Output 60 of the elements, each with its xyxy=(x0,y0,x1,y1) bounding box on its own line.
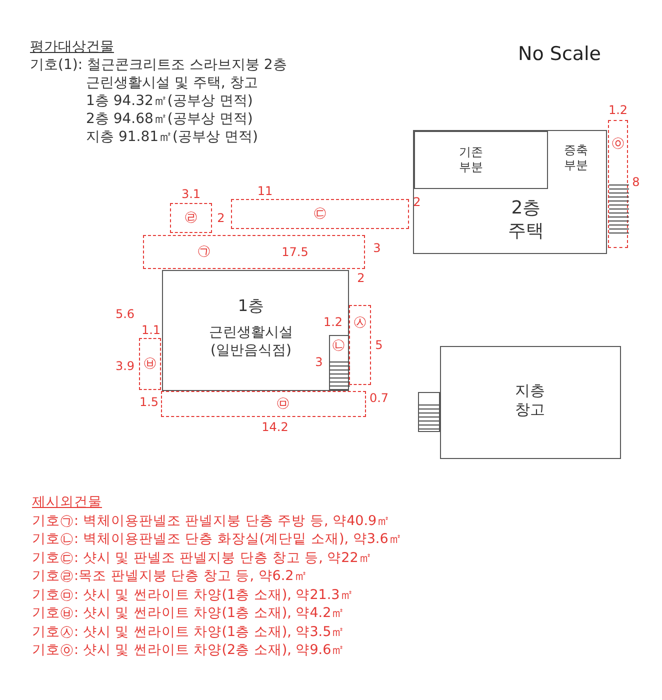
section-heading: 제시외건물 xyxy=(32,493,102,512)
symbol-label: ㉡ xyxy=(332,338,345,354)
dimension-text: 0.7 xyxy=(369,392,389,404)
dimension-text: 3 xyxy=(373,242,381,254)
description-text: 기호㉥: 샷시 및 썬라이트 차양(1층 소재), 약4.2㎡ xyxy=(32,604,346,622)
symbol-label: ㉠ xyxy=(198,244,210,260)
annex-area xyxy=(231,199,409,229)
room-label: 1층 xyxy=(238,296,264,316)
building-outline xyxy=(162,270,348,390)
room-label: 지층 창고 xyxy=(514,381,546,419)
dimension-text: 5 xyxy=(375,339,383,351)
symbol-label: ㉥ xyxy=(144,356,156,372)
description-text: 기호㉢: 샷시 및 판넬조 판넬지붕 단층 창고 등, 약22㎡ xyxy=(32,548,374,567)
symbol-label: ㉤ xyxy=(276,396,290,412)
dimension-text: 1.5 xyxy=(139,396,159,408)
dimension-text: 5.6 xyxy=(115,308,135,320)
section-heading: 평가대상건물 xyxy=(30,38,114,56)
description-text: 1층 94.32㎡(공부상 면적) xyxy=(85,92,254,110)
dimension-text: 14.2 xyxy=(262,421,288,433)
dimension-text: 2 xyxy=(413,196,421,208)
room-label: 근린생활시설 (일반음식점) xyxy=(208,324,294,360)
annex-area xyxy=(608,120,628,248)
symbol-label: ㉧ xyxy=(612,136,624,152)
annex-area xyxy=(143,235,365,269)
description-text: 지층 91.81㎡(공부상 면적) xyxy=(85,128,259,146)
dimension-text: 1.2 xyxy=(608,104,628,116)
description-text: 근린생활시설 및 주택, 창고 xyxy=(85,74,259,92)
annex-area xyxy=(349,305,371,385)
dimension-text: 1.2 xyxy=(323,316,343,328)
description-text: 기호㉣:목조 판넬지붕 단층 창고 등, 약6.2㎡ xyxy=(32,567,309,586)
description-text: 2층 94.68㎡(공부상 면적) xyxy=(85,110,254,128)
description-text: 기호㉦: 샷시 및 썬라이트 차양(1층 소재), 약3.5㎡ xyxy=(32,622,346,641)
dimension-text: 2 xyxy=(217,212,225,224)
description-text: 기호㉡: 벽체이용판넬조 단층 화장실(계단밑 소재), 약3.6㎡ xyxy=(32,530,402,548)
room-label: 증축 부분 xyxy=(563,143,589,173)
room-label: 2층 주택 xyxy=(507,198,545,242)
annex-area xyxy=(160,391,366,417)
description-text: 기호㉧: 샷시 및 썬라이트 차양(2층 소재), 약9.6㎡ xyxy=(32,641,346,660)
symbol-label: ㉣ xyxy=(184,210,198,226)
room-label: 기존 부분 xyxy=(458,145,484,175)
dimension-text: 8 xyxy=(632,176,640,188)
dimension-text: 3 xyxy=(315,356,323,368)
scale-note: No Scale xyxy=(518,42,601,67)
annex-area xyxy=(139,338,161,390)
annex-area xyxy=(170,203,212,233)
symbol-label: ㉦ xyxy=(354,314,366,332)
dimension-text: 11 xyxy=(257,185,273,197)
description-text: 기호㉤: 샷시 및 썬라이트 차양(1층 소재), 약21.3㎡ xyxy=(32,586,355,604)
room-outline xyxy=(328,334,348,390)
building-outline xyxy=(413,130,607,254)
dimension-text: 3.9 xyxy=(115,360,135,372)
building-outline xyxy=(440,346,620,458)
dimension-text: 17.5 xyxy=(282,246,308,258)
description-text: 기호㉠: 벽체이용판넬조 판넬지붕 단층 주방 등, 약40.9㎡ xyxy=(32,512,392,530)
description-text: 기호(1): 철근콘크리트조 스라브지붕 2층 xyxy=(30,56,287,74)
dimension-text: 2 xyxy=(357,272,365,284)
symbol-label: ㉢ xyxy=(314,206,326,222)
dimension-text: 1.1 xyxy=(141,324,161,336)
dimension-text: 3.1 xyxy=(181,188,201,200)
room-outline xyxy=(414,131,548,189)
